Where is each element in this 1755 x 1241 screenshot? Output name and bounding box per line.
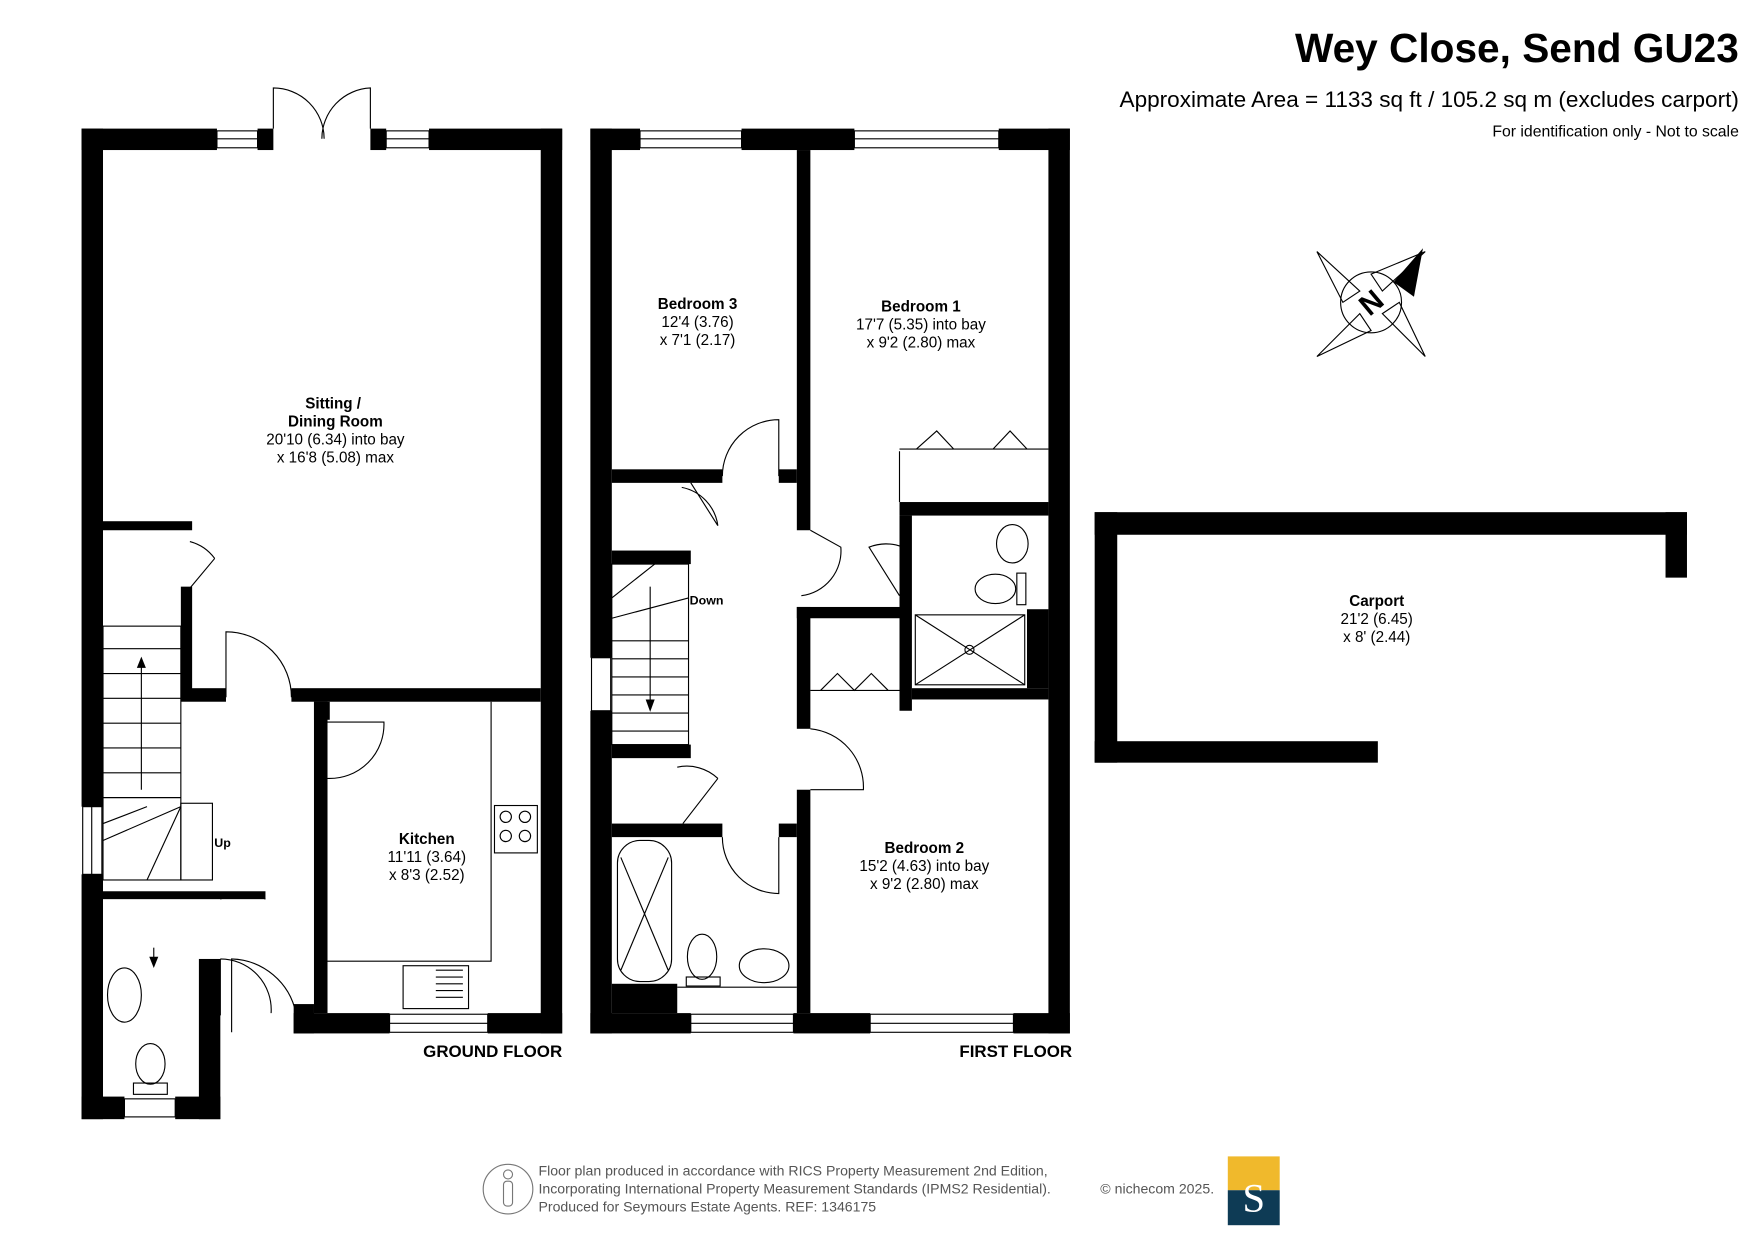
kitchen-dim-2: x 8'3 (2.52) [389,867,465,884]
sitting-room-dim-1: 20'10 (6.34) into bay [266,432,405,449]
logo-letter: S [1242,1176,1265,1221]
stairs-up-label: Up [214,836,231,850]
footer-line-1: Floor plan produced in accordance with R… [538,1163,1047,1179]
area-summary: Approximate Area = 1133 sq ft / 105.2 sq… [1120,87,1739,112]
stairs-down-label: Down [690,594,724,608]
compass-icon: N [1316,248,1426,358]
bedroom-3-name: Bedroom 3 [658,296,737,313]
kitchen-dim-1: 11'11 (3.64) [388,849,466,866]
carport-name: Carport [1349,593,1404,610]
sitting-room-dim-2: x 16'8 (5.08) max [277,450,394,467]
disclaimer: For identification only - Not to scale [1492,124,1739,141]
first-floor-label: FIRST FLOOR [959,1042,1072,1061]
bedroom-1-dim-2: x 9'2 (2.80) max [867,334,976,351]
carport-dim-2: x 8' (2.44) [1343,629,1410,646]
first-floor-plan: Down Bedroom 3 12'4 (3.76) x 7'1 (2.17) … [590,128,1072,1061]
kitchen-name: Kitchen [399,831,455,848]
carport-plan: Carport 21'2 (6.45) x 8' (2.44) [1094,512,1687,763]
first-stairs [611,563,690,746]
footer: Floor plan produced in accordance with R… [482,1156,1280,1226]
sitting-room-name: Sitting / [305,395,362,412]
footer-line-2: Incorporating International Property Mea… [538,1181,1050,1197]
ground-floor-plan: Up Sitting / Dining Room 20'10 (6.34) in… [81,87,563,1120]
person-scale-icon [482,1163,534,1215]
bedroom-2-dim-1: 15'2 (4.63) into bay [859,858,989,875]
carport-dim-1: 21'2 (6.45) [1341,611,1413,628]
ground-stairs [102,625,214,968]
bedroom-1-dim-1: 17'7 (5.35) into bay [856,316,986,333]
bedroom-1-name: Bedroom 1 [881,298,961,315]
seymours-logo: S [1227,1156,1280,1226]
ground-floor-label: GROUND FLOOR [423,1042,562,1061]
bedroom-3-dim-1: 12'4 (3.76) [661,314,733,331]
footer-line-3: Produced for Seymours Estate Agents. REF… [538,1199,876,1215]
bedroom-2-dim-2: x 9'2 (2.80) max [870,876,979,893]
property-title: Wey Close, Send GU23 [1295,25,1739,71]
bedroom-2-name: Bedroom 2 [885,840,965,857]
bedroom-3-dim-2: x 7'1 (2.17) [660,332,736,349]
sitting-room-name-2: Dining Room [288,413,383,430]
footer-copyright: © nichecom 2025. [1100,1181,1214,1197]
